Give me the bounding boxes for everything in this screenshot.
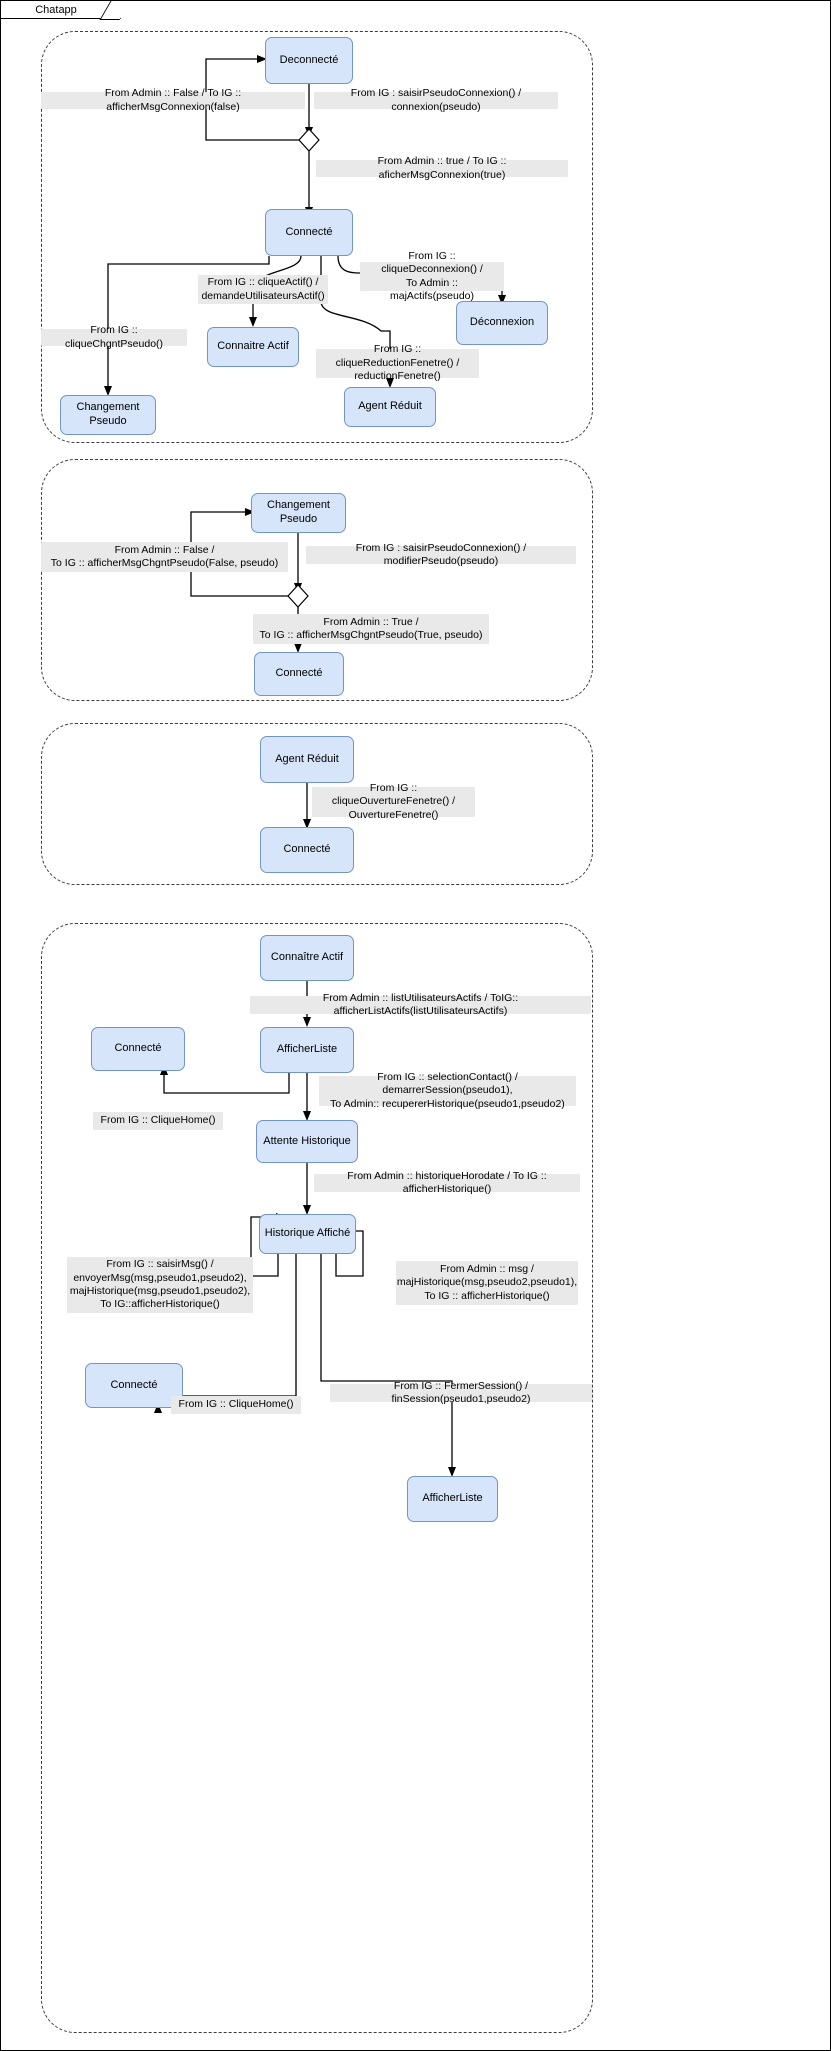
state-connecte-3[interactable]: Connecté	[260, 827, 354, 873]
state-connecte[interactable]: Connecté	[265, 209, 353, 256]
transition-label-clique-home-top: From IG :: CliqueHome()	[93, 1112, 223, 1130]
state-historique-affiche[interactable]: Historique Affiché	[259, 1214, 356, 1254]
transition-label-reduction-fenetre: From IG :: cliqueReductionFenetre() / re…	[316, 343, 479, 382]
transition-label-saisir-msg: From IG :: saisirMsg() / envoyerMsg(msg,…	[67, 1257, 253, 1313]
transition-label-chgnt-admin-true: From Admin :: True / To IG :: afficherMs…	[253, 614, 489, 644]
transition-label-from-admin-msg: From Admin :: msg / majHistorique(msg,ps…	[396, 1261, 578, 1305]
transition-label-clique-chgnt-pseudo: From IG :: cliqueChgntPseudo()	[41, 324, 187, 350]
transition-label-ouverture-fenetre: From IG :: cliqueOuvertureFenetre() / Ou…	[312, 782, 475, 821]
state-connecte-2[interactable]: Connecté	[254, 652, 344, 696]
transition-label-fermer-session: From IG :: FermerSession() / finSession(…	[330, 1380, 592, 1405]
state-changement-pseudo-2[interactable]: Changement Pseudo	[251, 493, 346, 533]
region-historique	[41, 923, 593, 2033]
state-changement-pseudo[interactable]: Changement Pseudo	[60, 395, 156, 435]
region-agent-reduit	[41, 723, 593, 885]
transition-label-admin-false: From Admin :: False / To IG :: afficherM…	[41, 87, 305, 113]
state-connaitre-actif-4[interactable]: Connaître Actif	[260, 935, 354, 981]
state-connaitre-actif[interactable]: Connaitre Actif	[207, 327, 299, 367]
state-agent-reduit-3[interactable]: Agent Réduit	[260, 736, 354, 783]
transition-label-clique-actif: From IG :: cliqueActif() / demandeUtilis…	[198, 275, 328, 304]
state-deconnexion[interactable]: Déconnexion	[456, 301, 548, 345]
region-changement-pseudo	[41, 459, 593, 701]
transition-label-selection-contact: From IG :: selectionContact() / demarrer…	[319, 1071, 576, 1110]
transition-label-list-actifs: From Admin :: listUtilisateursActifs / T…	[250, 992, 591, 1017]
transition-label-clique-deconnexion: From IG :: cliqueDeconnexion() / To Admi…	[360, 250, 504, 302]
state-connecte-4-top[interactable]: Connecté	[91, 1027, 185, 1071]
transition-label-chgnt-admin-false: From Admin :: False / To IG :: afficherM…	[41, 542, 288, 572]
state-afficherliste[interactable]: AfficherListe	[260, 1027, 354, 1073]
transition-label-admin-true: From Admin :: true / To IG :: aficherMsg…	[316, 155, 568, 181]
transition-label-historique-horodate: From Admin :: historiqueHorodate / To IG…	[314, 1170, 580, 1195]
window-tab-label: Chatapp	[35, 4, 77, 16]
state-agent-reduit[interactable]: Agent Réduit	[344, 387, 436, 427]
transition-label-clique-home-bottom: From IG :: CliqueHome()	[171, 1396, 301, 1414]
state-afficherliste-bottom[interactable]: AfficherListe	[407, 1476, 498, 1522]
state-connecte-4-bottom[interactable]: Connecté	[85, 1363, 183, 1408]
transition-label-saisir-pseudo: From IG : saisirPseudoConnexion() / conn…	[314, 87, 558, 113]
region-connexion	[41, 31, 593, 443]
state-attente-historique[interactable]: Attente Historique	[256, 1120, 358, 1163]
state-deconnecte[interactable]: Deconnecté	[265, 37, 353, 84]
transition-label-chgnt-saisir-pseudo: From IG : saisirPseudoConnexion() / modi…	[306, 542, 576, 567]
